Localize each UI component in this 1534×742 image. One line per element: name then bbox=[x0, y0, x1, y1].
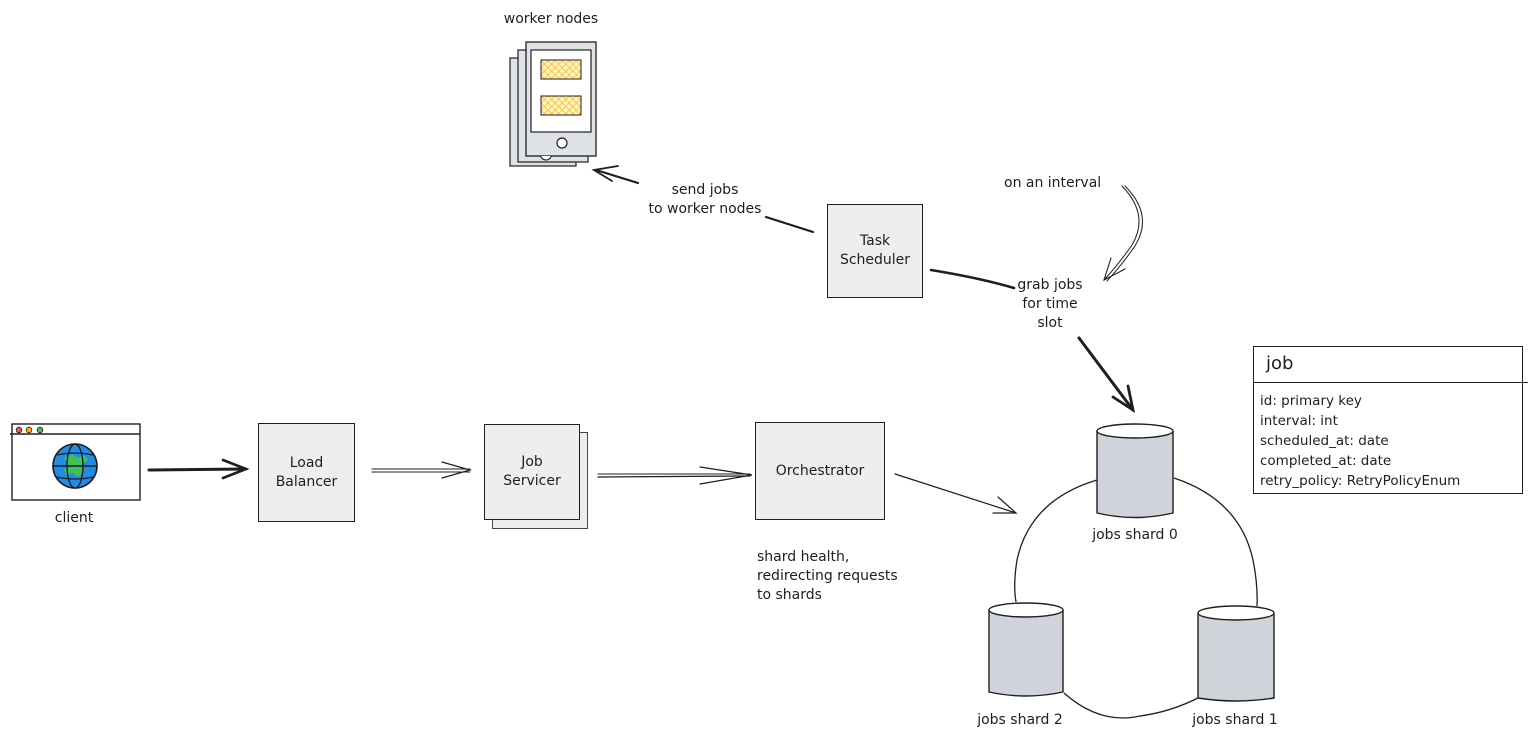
client-browser-icon[interactable] bbox=[10, 423, 141, 501]
job-table-field: scheduled_at: date bbox=[1260, 433, 1389, 449]
load-balancer-label: Load Balancer bbox=[275, 454, 338, 490]
shard-1-label: jobs shard 1 bbox=[1192, 712, 1278, 728]
arrow-interval-to-grab-jobs bbox=[1103, 185, 1143, 282]
arrow-task-scheduler-to-worker-nodes bbox=[591, 165, 815, 234]
job-table-field: interval: int bbox=[1260, 413, 1338, 429]
db-shard-0[interactable] bbox=[1096, 423, 1174, 519]
job-servicer-node[interactable]: Job Servicer bbox=[484, 424, 580, 520]
arrow-load-balancer-to-job-servicer bbox=[371, 461, 473, 479]
orchestrator-note: shard health, redirecting requests to sh… bbox=[757, 549, 898, 603]
job-table-fields: id: primary key interval: int scheduled_… bbox=[1254, 383, 1522, 491]
arrow-grab-jobs-to-shard-0 bbox=[1077, 336, 1136, 414]
job-table[interactable]: job id: primary key interval: int schedu… bbox=[1253, 346, 1528, 494]
shard-ring bbox=[1014, 477, 1258, 719]
arrow-orchestrator-to-shard-ring bbox=[894, 473, 1018, 514]
client-label: client bbox=[54, 510, 94, 526]
arrow-client-to-load-balancer bbox=[147, 458, 250, 480]
orchestrator-node[interactable]: Orchestrator bbox=[755, 422, 885, 520]
shard-2-label: jobs shard 2 bbox=[977, 712, 1063, 728]
job-table-field: completed_at: date bbox=[1260, 453, 1392, 469]
orchestrator-label: Orchestrator bbox=[775, 462, 865, 479]
arrow-job-servicer-to-orchestrator bbox=[597, 466, 753, 485]
task-scheduler-label: Task Scheduler bbox=[839, 233, 911, 268]
db-shard-2[interactable] bbox=[988, 602, 1064, 697]
send-jobs-label: send jobs to worker nodes bbox=[648, 182, 762, 217]
grab-jobs-label: grab jobs for time slot bbox=[1017, 277, 1083, 331]
worker-nodes-icon[interactable] bbox=[509, 41, 597, 167]
worker-nodes-label: worker nodes bbox=[503, 11, 599, 27]
task-scheduler-node[interactable]: Task Scheduler bbox=[827, 204, 923, 298]
shard-0-label: jobs shard 0 bbox=[1092, 527, 1178, 543]
edge-task-scheduler-to-grab-jobs bbox=[929, 268, 1016, 290]
job-table-title: job bbox=[1254, 347, 1528, 383]
job-table-field: id: primary key bbox=[1260, 393, 1362, 409]
job-servicer-label: Job Servicer bbox=[503, 454, 561, 489]
db-shard-1[interactable] bbox=[1197, 605, 1275, 702]
load-balancer-node[interactable]: Load Balancer bbox=[258, 423, 355, 522]
job-table-field: retry_policy: RetryPolicyEnum bbox=[1260, 473, 1461, 489]
on-interval-label: on an interval bbox=[1004, 175, 1102, 191]
